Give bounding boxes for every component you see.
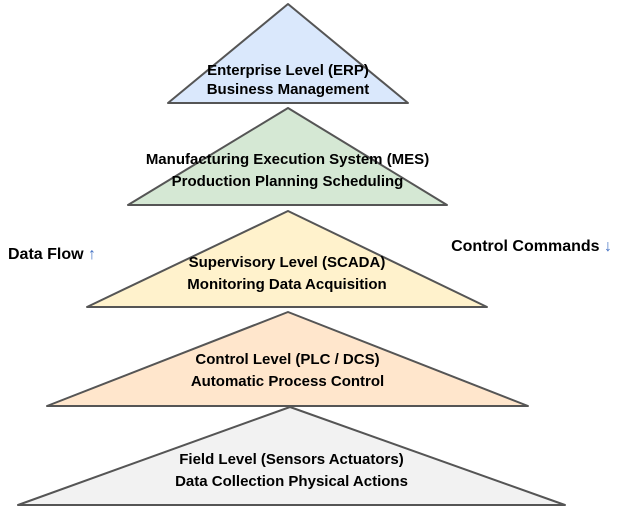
pyramid-shape-field-level <box>17 406 566 506</box>
pyramid-shape-control-level <box>46 311 529 407</box>
down-arrow-icon: ↓ <box>604 238 612 255</box>
control-commands-label-text: Control Commands <box>451 238 600 255</box>
pyramid-shape-supervisory-level <box>86 210 488 308</box>
up-arrow-icon: ↑ <box>88 246 97 263</box>
control-commands-label: Control Commands ↓ <box>451 238 612 256</box>
pyramid-shape-enterprise-level <box>167 3 409 104</box>
pyramid-shape-mes-level <box>127 107 448 206</box>
data-flow-label: Data Flow ↑ <box>8 246 96 264</box>
data-flow-label-text: Data Flow <box>8 246 84 263</box>
